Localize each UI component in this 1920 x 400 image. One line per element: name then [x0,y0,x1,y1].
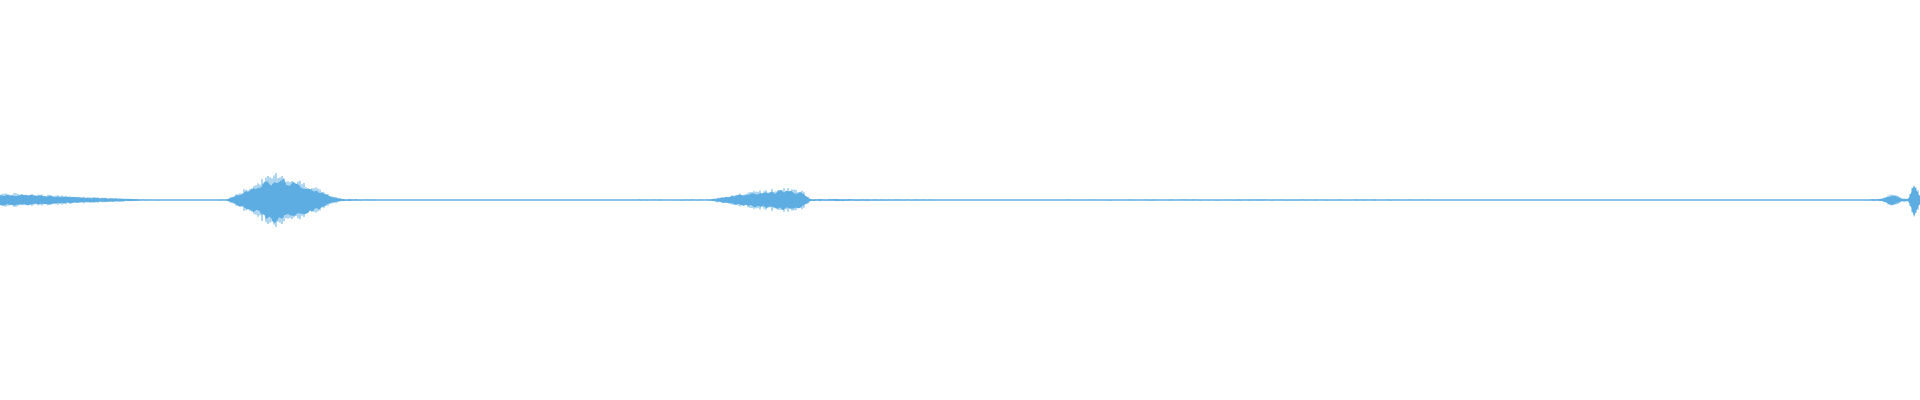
waveform-spikes [0,173,1920,227]
waveform-fill [0,177,1920,224]
